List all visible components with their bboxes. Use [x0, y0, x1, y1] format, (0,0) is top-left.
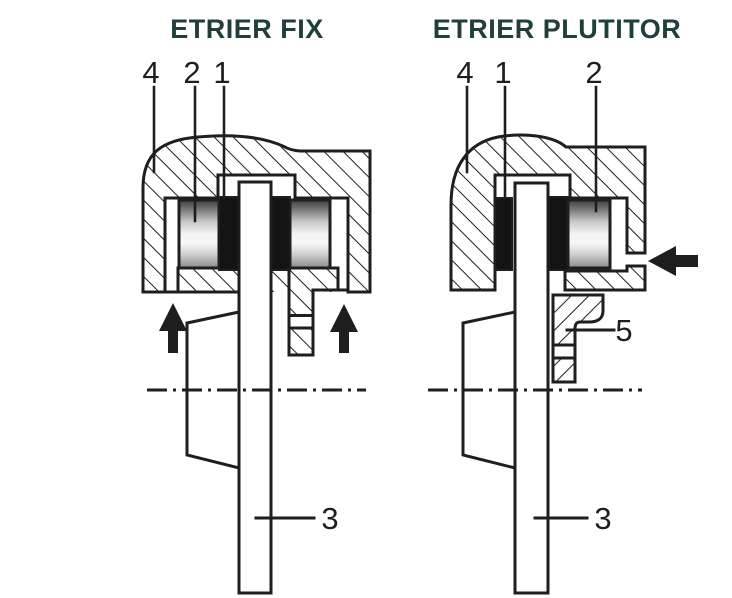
- left-diagram-fixed-caliper: ETRIER FIX 4: [141, 14, 372, 595]
- right-label-2-piston: 2: [585, 55, 603, 213]
- left-brake-pad-outer: [218, 196, 240, 271]
- right-label-4-caliper: 4: [456, 55, 474, 174]
- left-arrow-icon-pressure: [648, 246, 698, 276]
- label-2: 2: [183, 55, 200, 90]
- label-1: 1: [213, 55, 230, 90]
- right-label-1-pad: 1: [494, 55, 512, 200]
- left-piston-inner: [288, 198, 332, 270]
- left-label-2-piston: 2: [183, 55, 201, 223]
- up-arrow-icon-right: [330, 304, 358, 353]
- right-label-3-disc: 3: [533, 501, 612, 536]
- right-caliper-bottom-bar-outline: [563, 264, 647, 292]
- right-piston: [566, 198, 612, 270]
- right-caliper-outline: [449, 133, 647, 292]
- right-brake-pad-inner: [548, 196, 569, 271]
- label-4: 4: [142, 55, 159, 90]
- label-3: 3: [594, 501, 611, 536]
- left-piston-outer: [177, 198, 221, 270]
- label-3: 3: [321, 501, 338, 536]
- right-diagram-floating-caliper: ETRIER PLUTITOR 4: [428, 14, 698, 595]
- up-arrow-icon-left: [159, 303, 187, 353]
- floating-bracket-break-sides: [551, 343, 577, 360]
- right-diagram-title: ETRIER PLUTITOR: [433, 14, 682, 44]
- right-label-5-bracket: 5: [565, 313, 633, 348]
- floating-bracket-upper: [551, 293, 605, 347]
- label-4: 4: [456, 55, 473, 90]
- label-2: 2: [585, 55, 602, 90]
- left-column-section-break: [290, 317, 312, 328]
- left-label-1-pad: 1: [213, 55, 231, 200]
- right-brake-pad-outer: [494, 197, 513, 271]
- left-hub: [185, 310, 241, 470]
- left-label-4-caliper: 4: [142, 55, 160, 174]
- label-1: 1: [494, 55, 511, 90]
- left-brake-pad-inner: [270, 196, 291, 271]
- label-5: 5: [615, 313, 632, 348]
- left-label-3-disc: 3: [254, 501, 339, 536]
- left-brake-disc: [237, 180, 273, 595]
- left-diagram-title: ETRIER FIX: [170, 14, 324, 44]
- right-brake-disc: [513, 181, 550, 595]
- floating-bracket-lower: [551, 356, 577, 384]
